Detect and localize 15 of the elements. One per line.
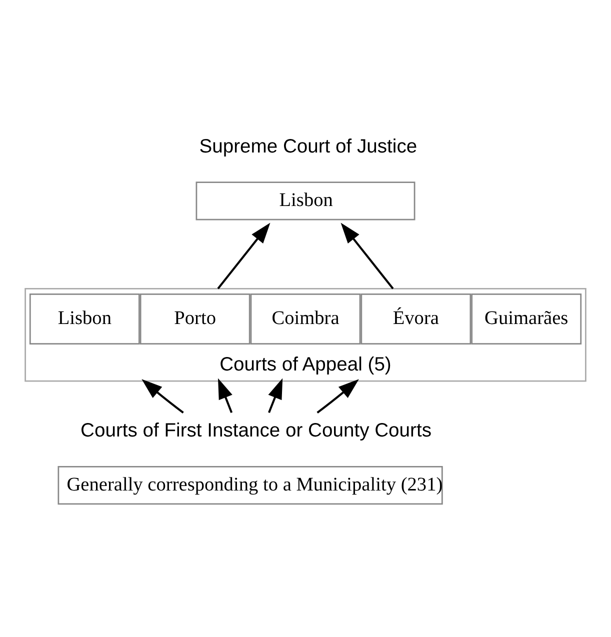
node-box: Lisbon xyxy=(29,292,140,344)
node-box: Guimarães xyxy=(471,292,582,344)
node-box: Porto xyxy=(140,292,250,344)
arrow xyxy=(316,378,359,414)
node-box: Generally corresponding to a Municipality (231) xyxy=(58,466,443,504)
node-label: Supreme Court of Justice xyxy=(199,136,418,157)
arrow xyxy=(142,378,184,414)
node-box: Lisbon xyxy=(196,181,416,220)
arrow xyxy=(218,378,233,412)
arrow xyxy=(268,378,283,412)
node-box: Coimbra xyxy=(250,292,361,344)
node-box: Évora xyxy=(360,292,472,344)
arrow xyxy=(340,222,394,289)
arrow xyxy=(217,222,270,289)
node-label: Courts of First Instance or County Courts xyxy=(80,420,432,442)
